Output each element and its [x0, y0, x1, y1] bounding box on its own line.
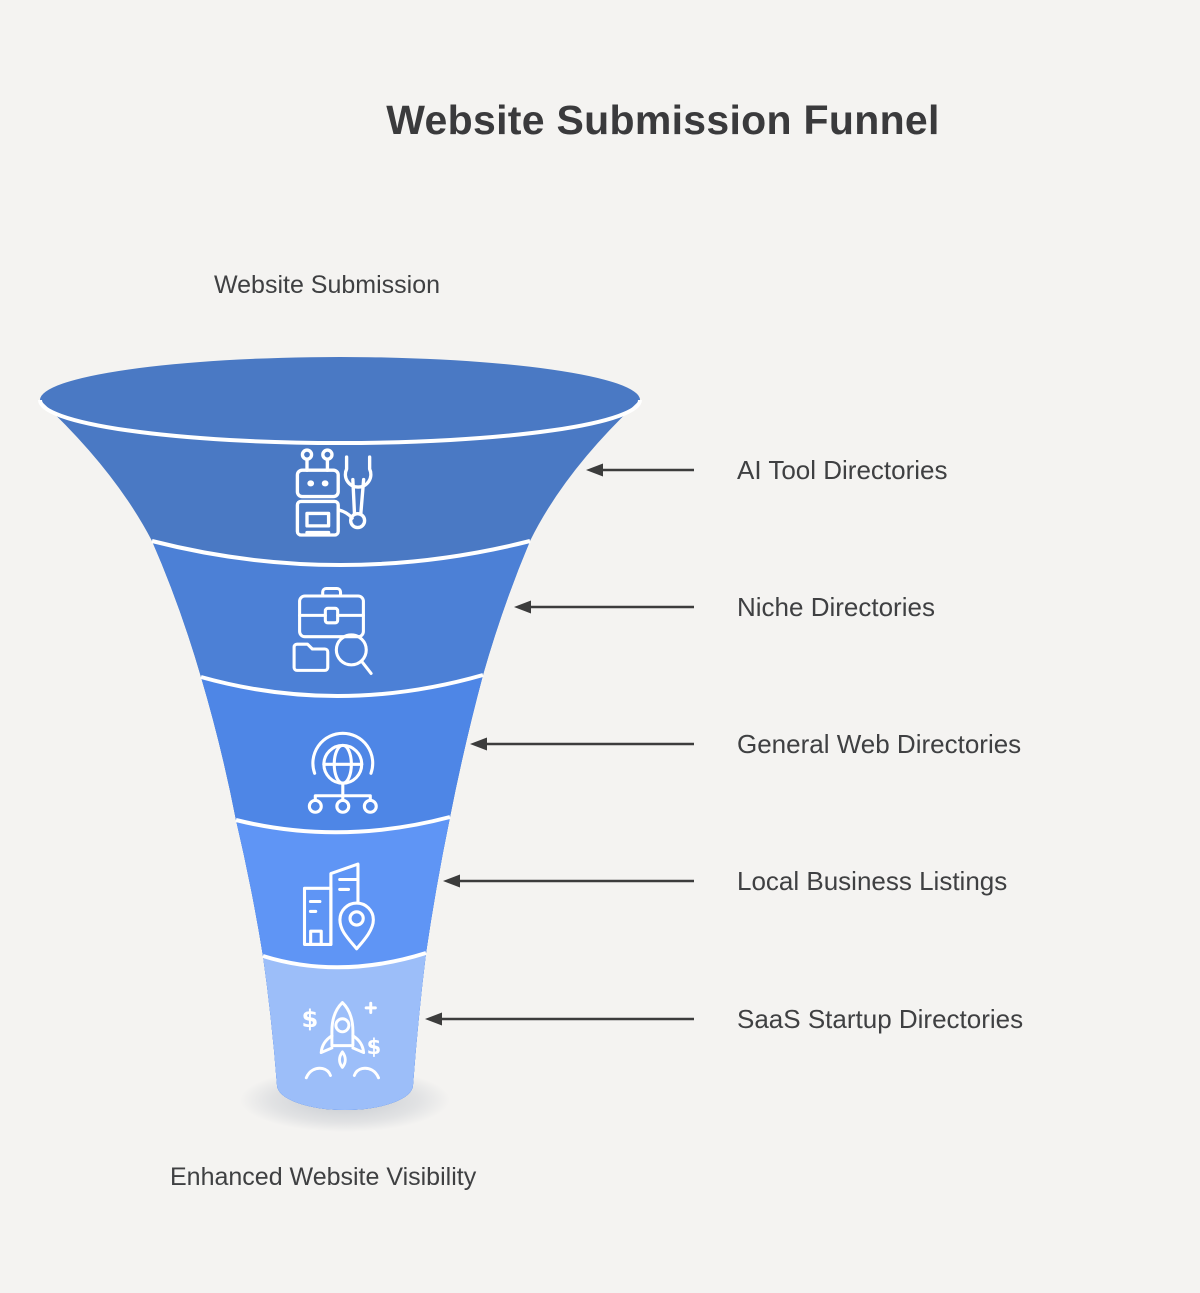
- page-title: Website Submission Funnel: [386, 97, 940, 143]
- rocket-dollar-icon: $ $: [301, 1001, 382, 1080]
- building-location-pin-icon: [302, 862, 375, 951]
- funnel-separators: [38, 399, 642, 970]
- globe-network-icon: [307, 731, 378, 814]
- funnel-input-label: Website Submission: [214, 271, 441, 299]
- dollar-glyph: $: [301, 1005, 318, 1033]
- funnel-output-label: Enhanced Website Visibility: [170, 1163, 477, 1191]
- stage-label-saas-startup-directories: SaaS Startup Directories: [737, 1004, 1024, 1034]
- stage-label-niche-directories: Niche Directories: [737, 592, 935, 622]
- arrow-saas-startup-directories: [425, 1012, 694, 1026]
- stage-label-local-business-listings: Local Business Listings: [737, 866, 1008, 896]
- dollar-glyph: $: [367, 1035, 382, 1059]
- briefcase-search-icon: [292, 586, 373, 675]
- robot-wrench-icon: [295, 448, 373, 537]
- arrow-ai-tool-directories: [586, 463, 694, 477]
- stage-label-ai-tool-directories: AI Tool Directories: [737, 455, 948, 485]
- arrow-local-business-listings: [443, 874, 694, 888]
- arrow-general-web-directories: [470, 737, 694, 751]
- arrow-niche-directories: [514, 600, 694, 614]
- stage-label-general-web-directories: General Web Directories: [737, 729, 1022, 759]
